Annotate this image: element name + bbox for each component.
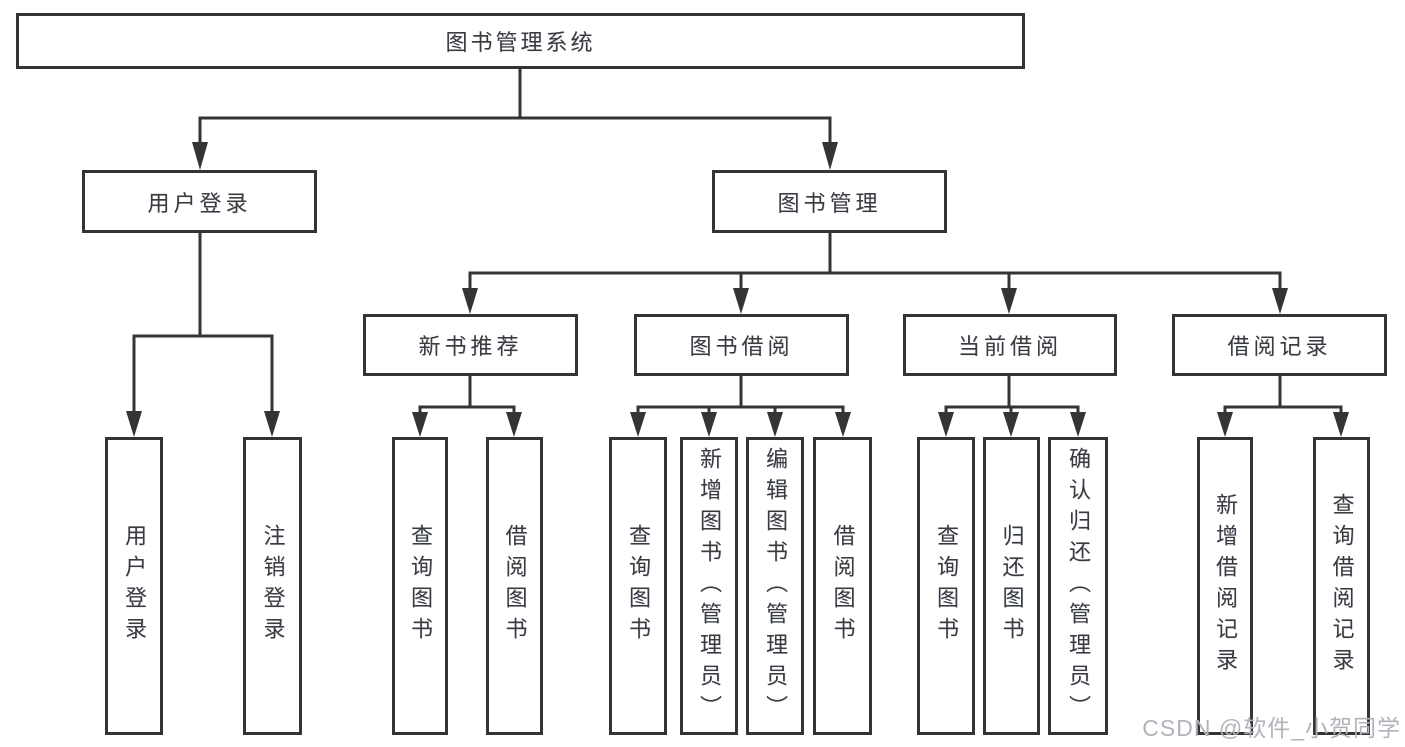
leaf-label-query-books-1: 查询图书 bbox=[408, 524, 433, 648]
node-box-library-system: 图书管理系统 bbox=[16, 13, 1025, 69]
leaf-label-logout: 注销登录 bbox=[260, 524, 286, 648]
node-label-current-borrow: 当前借阅 bbox=[957, 334, 1062, 359]
leaf-box-edit-books-admin: 编辑图书（管理员） bbox=[746, 437, 804, 735]
node-box-book-management: 图书管理 bbox=[712, 170, 947, 233]
node-label-user-login: 用户登录 bbox=[147, 190, 252, 216]
leaf-label-confirm-return-admin: 确认归还（管理员） bbox=[1066, 446, 1091, 726]
node-label-borrow-records: 借阅记录 bbox=[1227, 334, 1332, 359]
node-box-borrow-records: 借阅记录 bbox=[1172, 314, 1387, 376]
node-label-book-management: 图书管理 bbox=[777, 190, 882, 216]
node-label-book-borrow: 图书借阅 bbox=[689, 334, 794, 359]
leaf-box-add-books-admin: 新增图书（管理员） bbox=[680, 437, 738, 735]
leaf-box-logout: 注销登录 bbox=[243, 437, 302, 735]
leaf-box-query-books-1: 查询图书 bbox=[392, 437, 448, 735]
leaf-box-borrow-books-2: 借阅图书 bbox=[813, 437, 872, 735]
leaf-label-borrow-books-1: 借阅图书 bbox=[502, 524, 528, 648]
leaf-box-borrow-books-1: 借阅图书 bbox=[486, 437, 543, 735]
node-label-library-system: 图书管理系统 bbox=[445, 30, 596, 55]
leaf-box-query-borrow-record: 查询借阅记录 bbox=[1313, 437, 1370, 735]
leaf-label-return-books: 归还图书 bbox=[999, 524, 1025, 648]
leaf-box-add-borrow-record: 新增借阅记录 bbox=[1197, 437, 1253, 735]
leaf-label-query-borrow-record: 查询借阅记录 bbox=[1329, 493, 1355, 679]
node-box-user-login: 用户登录 bbox=[82, 170, 317, 233]
node-box-book-borrow: 图书借阅 bbox=[634, 314, 849, 376]
node-box-current-borrow: 当前借阅 bbox=[903, 314, 1117, 376]
node-label-new-book-recommend: 新书推荐 bbox=[418, 334, 523, 359]
leaf-label-query-books-2: 查询图书 bbox=[626, 524, 651, 648]
leaf-label-borrow-books-2: 借阅图书 bbox=[830, 524, 856, 648]
leaf-label-add-borrow-record: 新增借阅记录 bbox=[1213, 493, 1238, 679]
csdn-watermark: CSDN @软件_小贺同学 bbox=[1142, 715, 1401, 741]
leaf-label-edit-books-admin: 编辑图书（管理员） bbox=[763, 446, 788, 726]
leaf-box-return-books: 归还图书 bbox=[983, 437, 1040, 735]
node-box-new-book-recommend: 新书推荐 bbox=[363, 314, 578, 376]
leaf-box-user-login: 用户登录 bbox=[105, 437, 163, 735]
leaf-label-add-books-admin: 新增图书（管理员） bbox=[697, 446, 722, 726]
leaf-box-confirm-return-admin: 确认归还（管理员） bbox=[1048, 437, 1108, 735]
leaf-box-query-books-2: 查询图书 bbox=[609, 437, 667, 735]
leaf-label-user-login: 用户登录 bbox=[122, 524, 147, 648]
leaf-box-query-books-3: 查询图书 bbox=[917, 437, 975, 735]
leaf-label-query-books-3: 查询图书 bbox=[934, 524, 959, 648]
